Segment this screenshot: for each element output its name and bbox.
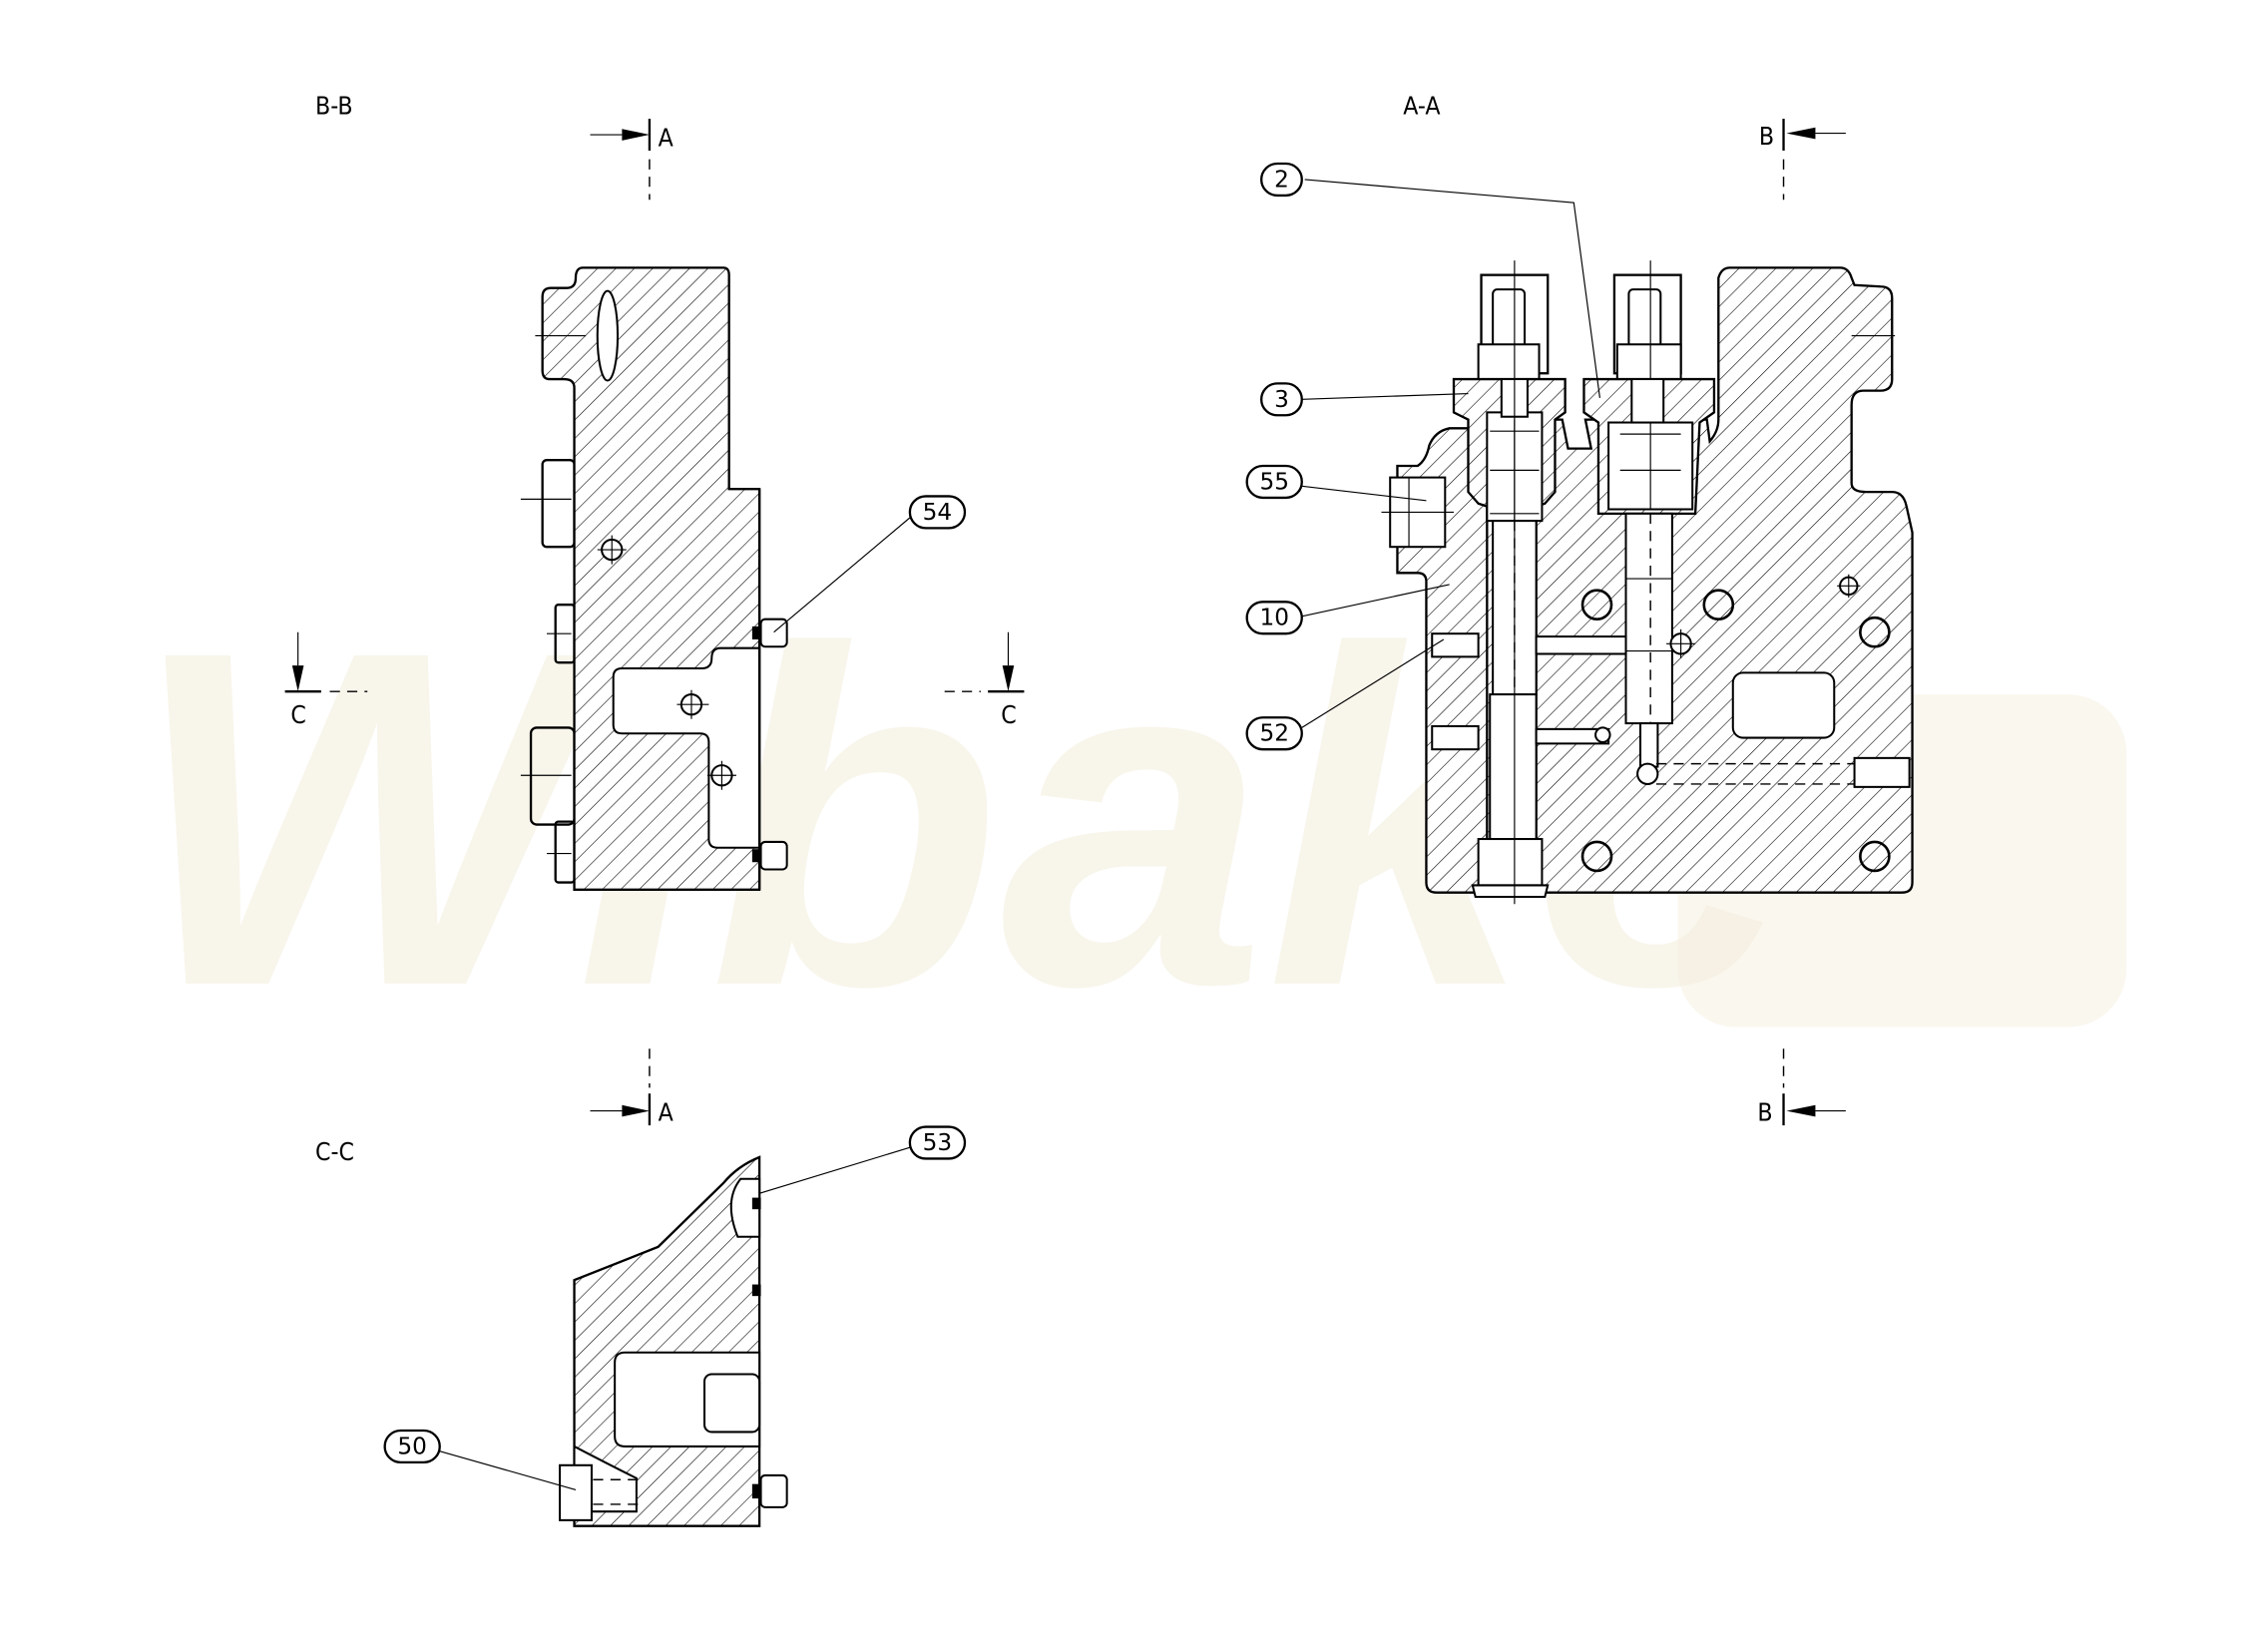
svg-text:2: 2 (1274, 166, 1289, 193)
section-mark-b-top: B (1759, 119, 1846, 201)
bolt (751, 840, 788, 871)
arrow-icon (622, 129, 650, 141)
hole-crosshair (597, 535, 627, 565)
view-cc (559, 1155, 788, 1527)
hatched-hole (1859, 616, 1891, 648)
hole-crosshair (676, 689, 709, 719)
hatched-hole (1859, 840, 1891, 873)
hole-crosshair (706, 760, 736, 790)
callout-10: 10 (1245, 584, 1450, 635)
svg-text:53: 53 (923, 1129, 953, 1156)
callout-2: 2 (1260, 162, 1600, 398)
svg-text:B: B (1759, 122, 1774, 151)
svg-text:B: B (1757, 1098, 1772, 1127)
hatched-hole (1702, 589, 1735, 620)
section-mark-a-top: A (590, 119, 674, 201)
arrow-icon (291, 665, 304, 692)
hatched-hole (1580, 840, 1613, 873)
section-mark-b-bottom: B (1757, 1048, 1846, 1127)
view-aa (1381, 260, 1914, 905)
callout-55: 55 (1245, 464, 1427, 502)
section-mark-c-right: C (944, 631, 1025, 729)
callout-50: 50 (383, 1429, 577, 1490)
section-mark-c-left: C (284, 631, 368, 729)
callout-52: 52 (1245, 638, 1445, 751)
svg-text:55: 55 (1259, 468, 1289, 495)
svg-text:50: 50 (397, 1433, 427, 1459)
svg-text:C: C (290, 700, 305, 729)
callout-3: 3 (1260, 382, 1469, 417)
view-title-cc: C-C (315, 1137, 354, 1166)
hole-crosshair (1666, 628, 1696, 658)
view-bb (520, 266, 788, 891)
arrow-icon (1786, 127, 1816, 140)
hole-crosshair (1837, 574, 1861, 598)
section-mark-a-bottom: A (590, 1048, 674, 1127)
hatched-hole (1580, 589, 1613, 620)
svg-text:54: 54 (923, 499, 953, 526)
arrow-icon (622, 1104, 650, 1117)
svg-text:3: 3 (1274, 386, 1289, 413)
arrow-icon (1786, 1104, 1816, 1117)
svg-text:C: C (1001, 700, 1016, 729)
callout-53: 53 (758, 1125, 967, 1194)
hole-crosshair (1594, 726, 1611, 743)
bolt (751, 1473, 788, 1508)
svg-text:10: 10 (1259, 605, 1289, 631)
svg-text:A: A (659, 124, 674, 153)
view-title-aa: A-A (1403, 92, 1440, 121)
view-title-bb: B-B (315, 92, 353, 121)
svg-text:A: A (659, 1098, 674, 1127)
callout-54: 54 (773, 495, 967, 633)
svg-text:52: 52 (1259, 720, 1289, 747)
arrow-icon (1002, 665, 1015, 692)
